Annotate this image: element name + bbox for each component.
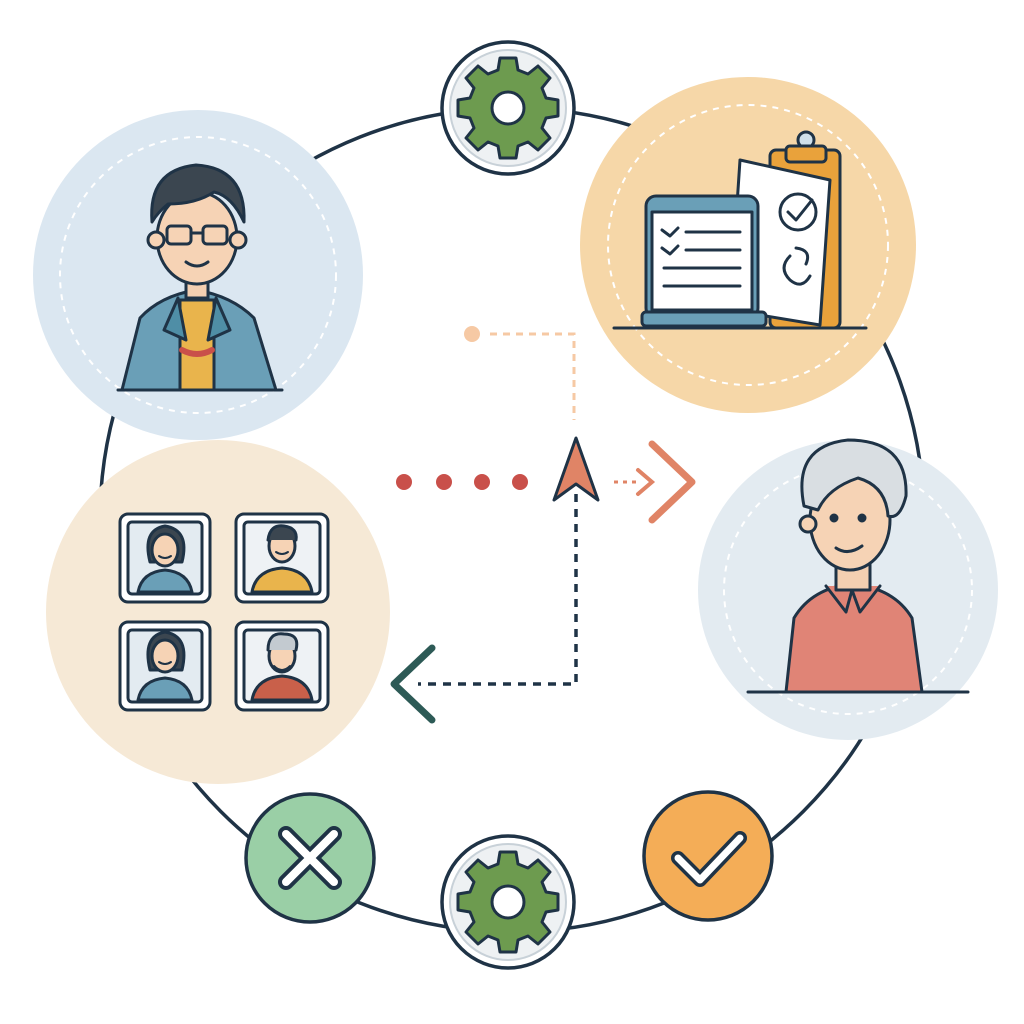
dashed-path-peach bbox=[464, 326, 576, 420]
older-person-icon bbox=[746, 438, 970, 694]
people-grid-icon bbox=[118, 512, 330, 712]
document-checklist-icon bbox=[612, 130, 868, 330]
connector-gear-bottom[interactable] bbox=[440, 834, 576, 970]
node-presenter bbox=[33, 110, 363, 440]
close-icon bbox=[278, 826, 342, 890]
team-member-tile bbox=[118, 620, 212, 712]
team-member-tile bbox=[234, 620, 330, 712]
gear-icon bbox=[456, 56, 560, 160]
connector-cancel[interactable] bbox=[244, 792, 376, 924]
person-with-glasses-icon bbox=[116, 163, 284, 392]
arrow-right-icon bbox=[614, 440, 696, 524]
dashed-path-teal bbox=[418, 494, 578, 686]
chevron-left-icon bbox=[390, 644, 436, 724]
connector-gear-top[interactable] bbox=[440, 40, 576, 176]
node-recipient bbox=[698, 438, 998, 740]
connector-confirm[interactable] bbox=[642, 790, 774, 922]
team-member-tile bbox=[118, 512, 212, 604]
gear-icon bbox=[456, 850, 560, 954]
node-documents bbox=[580, 77, 916, 413]
arrow-up-head bbox=[552, 436, 600, 502]
dotted-arrow-red bbox=[396, 474, 528, 490]
node-team bbox=[46, 440, 390, 784]
team-member-tile bbox=[234, 512, 330, 604]
flow-arrows bbox=[390, 326, 696, 724]
